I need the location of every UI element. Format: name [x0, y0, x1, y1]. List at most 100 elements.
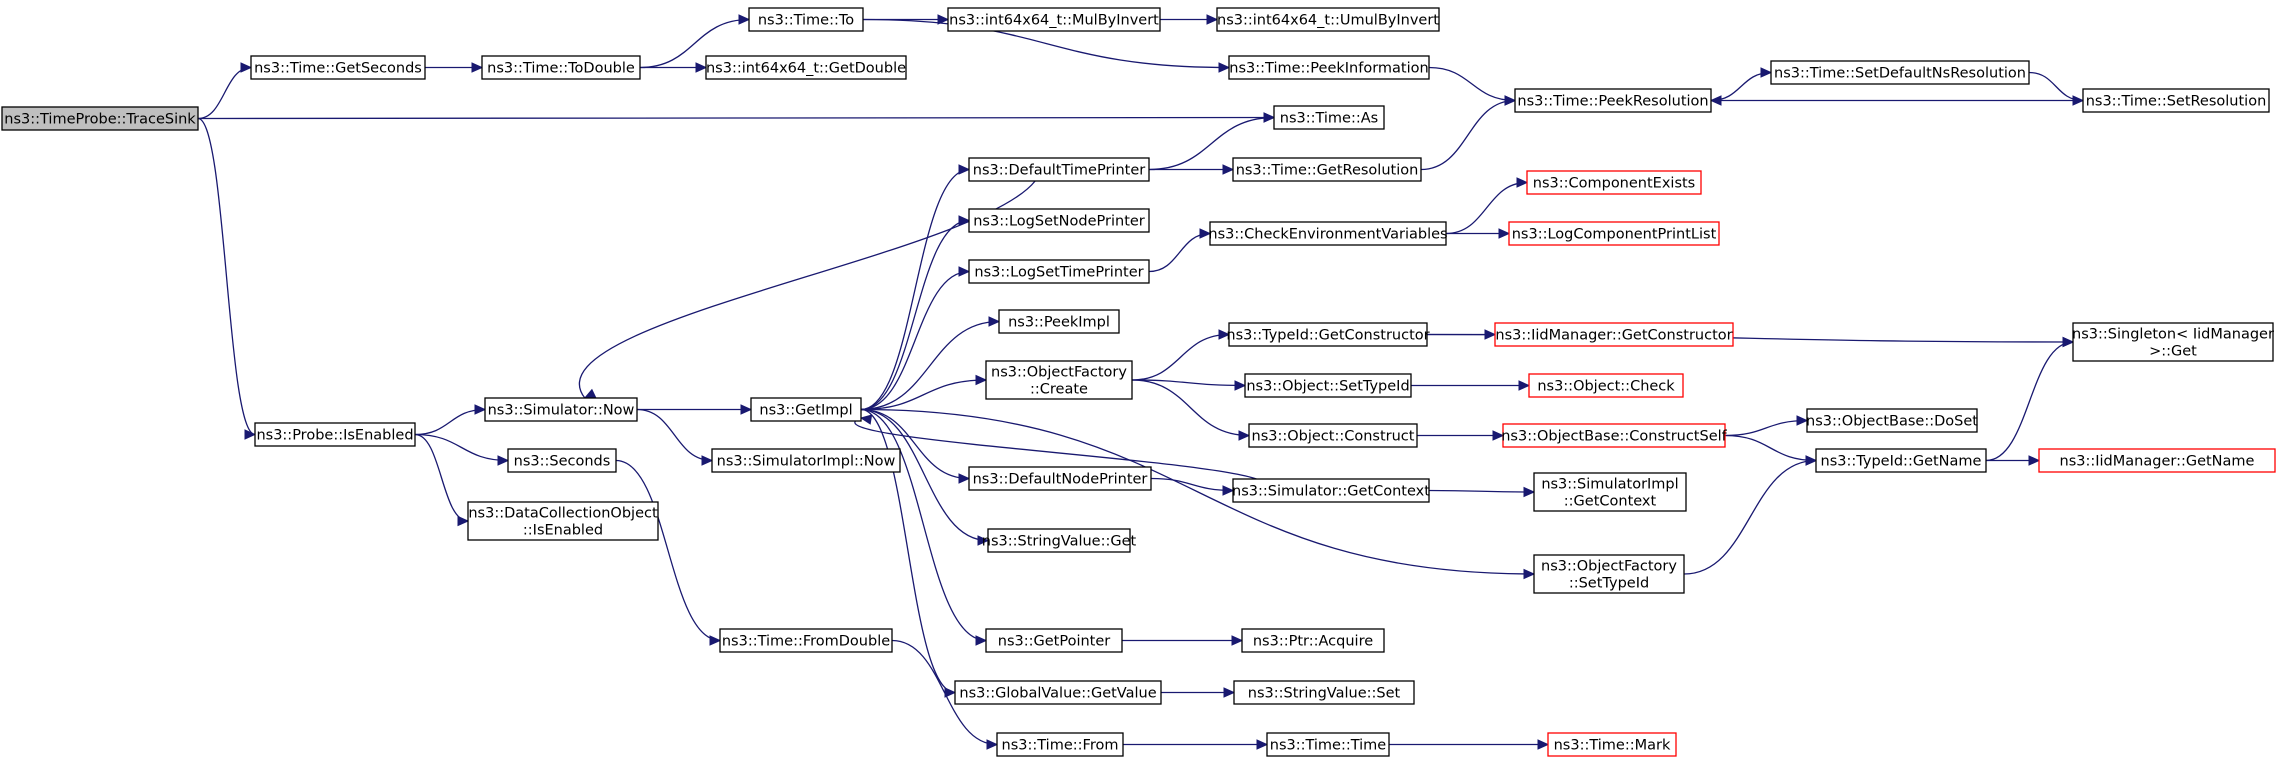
node-iid-get-constructor[interactable]: ns3::IidManager::GetConstructor [1494, 322, 1734, 347]
node-get-pointer[interactable]: ns3::GetPointer [985, 628, 1123, 653]
edge-time-from-double-to-time-from [891, 639, 999, 750]
node-label: ns3::ObjectBase::DoSet [1806, 414, 1978, 430]
node-peek-impl[interactable]: ns3::PeekImpl [998, 309, 1120, 334]
node-time-mark[interactable]: ns3::Time::Mark [1547, 732, 1677, 757]
node-get-impl[interactable]: ns3::GetImpl [750, 397, 862, 422]
node-box [1494, 322, 1734, 347]
node-simulator-impl-now[interactable]: ns3::SimulatorImpl::Now [711, 448, 901, 473]
edge-simulator-now-to-get-impl [636, 404, 753, 415]
node-to-double[interactable]: ns3::Time::ToDouble [481, 55, 641, 80]
node-global-value-get-value[interactable]: ns3::GlobalValue::GetValue [954, 680, 1162, 705]
node-trace-sink[interactable]: ns3::TimeProbe::TraceSink [1, 106, 199, 131]
node-label: ns3::Time::SetResolution [2086, 94, 2267, 110]
node-label: ns3::Simulator::GetContext [1232, 484, 1430, 500]
node-box [998, 309, 1120, 334]
node-set-resolution[interactable]: ns3::Time::SetResolution [2082, 88, 2270, 113]
node-box [968, 208, 1150, 233]
node-object-set-typeid[interactable]: ns3::Object::SetTypeId [1244, 373, 1412, 398]
edge-trace-sink-to-get-seconds [197, 62, 253, 120]
node-label: ::SetTypeId [1569, 576, 1649, 592]
node-seconds[interactable]: ns3::Seconds [507, 448, 617, 473]
node-box [711, 448, 901, 473]
node-get-resolution[interactable]: ns3::Time::GetResolution [1232, 157, 1422, 182]
arrowhead [975, 635, 988, 646]
node-box [2072, 322, 2274, 362]
edge-default-time-printer-to-simulator-now [579, 180, 1036, 399]
node-default-time-printer[interactable]: ns3::DefaultTimePrinter [968, 157, 1150, 182]
node-typeid-get-name[interactable]: ns3::TypeId::GetName [1815, 448, 1987, 473]
node-box [968, 157, 1150, 182]
node-singleton-get[interactable]: ns3::Singleton< IidManager >::Get [2072, 322, 2274, 362]
edge-default-time-printer-to-time-as [1148, 112, 1276, 171]
node-box [705, 55, 907, 80]
arrowhead [474, 404, 487, 415]
edge-get-impl-to-string-value-get [860, 408, 990, 546]
node-time-time[interactable]: ns3::Time::Time [1266, 732, 1390, 757]
node-log-set-node-printer[interactable]: ns3::LogSetNodePrinter [968, 208, 1150, 233]
node-label: ns3::CheckEnvironmentVariables [1208, 227, 1447, 243]
node-box [1526, 170, 1702, 195]
node-check-env-vars[interactable]: ns3::CheckEnvironmentVariables [1208, 221, 1448, 246]
node-default-node-printer[interactable]: ns3::DefaultNodePrinter [968, 466, 1152, 491]
node-box [1233, 680, 1415, 705]
node-simulator-impl-get-context[interactable]: ns3::SimulatorImpl::GetContext [1533, 472, 1687, 512]
node-label: ns3::LogSetTimePrinter [974, 265, 1143, 281]
node-component-exists[interactable]: ns3::ComponentExists [1526, 170, 1702, 195]
edge-construct-self-to-object-base-doset [1724, 415, 1809, 437]
edge-peek-resolution-to-set-default-ns-resolution [1710, 67, 1773, 102]
node-box [1232, 478, 1430, 503]
node-time-as[interactable]: ns3::Time::As [1273, 105, 1385, 130]
node-construct-self[interactable]: ns3::ObjectBase::ConstructSelf [1501, 423, 1728, 448]
arrowhead [740, 404, 753, 415]
node-label: ns3::StringValue::Set [1248, 686, 1401, 702]
edge-line [197, 116, 1275, 120]
node-dco-is-enabled[interactable]: ns3::DataCollectionObject::IsEnabled [467, 501, 659, 541]
node-object-check[interactable]: ns3::Object::Check [1528, 373, 1684, 398]
node-label: ns3::TypeId::GetName [1821, 454, 1982, 470]
edge-line [860, 408, 956, 694]
node-time-from[interactable]: ns3::Time::From [996, 732, 1124, 757]
node-log-component-print-list[interactable]: ns3::LogComponentPrintList [1508, 221, 1720, 246]
node-simulator-get-context[interactable]: ns3::Simulator::GetContext [1232, 478, 1430, 503]
node-umul-by-invert[interactable]: ns3::int64x64_t::UmulByInvert [1216, 7, 1440, 32]
arrowhead [937, 14, 950, 25]
node-get-double[interactable]: ns3::int64x64_t::GetDouble [705, 55, 907, 80]
node-time-from-double[interactable]: ns3::Time::FromDouble [719, 628, 893, 653]
edge-get-impl-to-log-set-time-printer [860, 266, 971, 411]
node-box [1806, 408, 1978, 433]
node-peek-information[interactable]: ns3::Time::PeekInformation [1228, 55, 1430, 80]
edge-line [1445, 181, 1528, 235]
node-time-to[interactable]: ns3::Time::To [748, 7, 864, 32]
node-string-value-set[interactable]: ns3::StringValue::Set [1233, 680, 1415, 705]
node-string-value-get[interactable]: ns3::StringValue::Get [982, 528, 1137, 553]
node-object-base-doset[interactable]: ns3::ObjectBase::DoSet [1806, 408, 1978, 433]
edge-global-value-get-value-to-string-value-set [1160, 687, 1236, 698]
node-label: ns3::Time::Mark [1554, 738, 1671, 754]
node-set-default-ns-resolution[interactable]: ns3::Time::SetDefaultNsResolution [1770, 60, 2030, 85]
node-object-construct[interactable]: ns3::Object::Construct [1248, 423, 1418, 448]
node-object-factory-create[interactable]: ns3::ObjectFactory::Create [985, 360, 1133, 400]
arrowhead [977, 535, 990, 546]
node-typeid-get-constructor[interactable]: ns3::TypeId::GetConstructor [1226, 322, 1430, 347]
node-box [507, 448, 617, 473]
edge-get-impl-to-peek-impl [860, 316, 1001, 411]
node-iid-get-name[interactable]: ns3::IidManager::GetName [2038, 448, 2276, 473]
node-label: ns3::Time::From [1002, 738, 1119, 754]
node-peek-resolution[interactable]: ns3::Time::PeekResolution [1514, 88, 1712, 113]
node-object-factory-set-typeid[interactable]: ns3::ObjectFactory::SetTypeId [1533, 554, 1685, 594]
node-box [1770, 60, 2030, 85]
node-get-seconds[interactable]: ns3::Time::GetSeconds [250, 55, 426, 80]
node-mul-by-invert[interactable]: ns3::int64x64_t::MulByInvert [947, 7, 1161, 32]
node-ptr-acquire[interactable]: ns3::Ptr::Acquire [1241, 628, 1385, 653]
arrowhead [1523, 486, 1536, 498]
node-simulator-now[interactable]: ns3::Simulator::Now [484, 397, 638, 422]
node-label: ::GetContext [1564, 494, 1657, 510]
edge-time-to-to-peek-information [862, 18, 1231, 73]
arrowhead [1222, 485, 1235, 496]
node-label: ns3::Ptr::Acquire [1253, 634, 1373, 650]
node-probe-is-enabled[interactable]: ns3::Probe::IsEnabled [254, 422, 416, 447]
node-box [1228, 322, 1428, 347]
node-log-set-time-printer[interactable]: ns3::LogSetTimePrinter [968, 259, 1150, 284]
arrowhead [1523, 568, 1536, 580]
